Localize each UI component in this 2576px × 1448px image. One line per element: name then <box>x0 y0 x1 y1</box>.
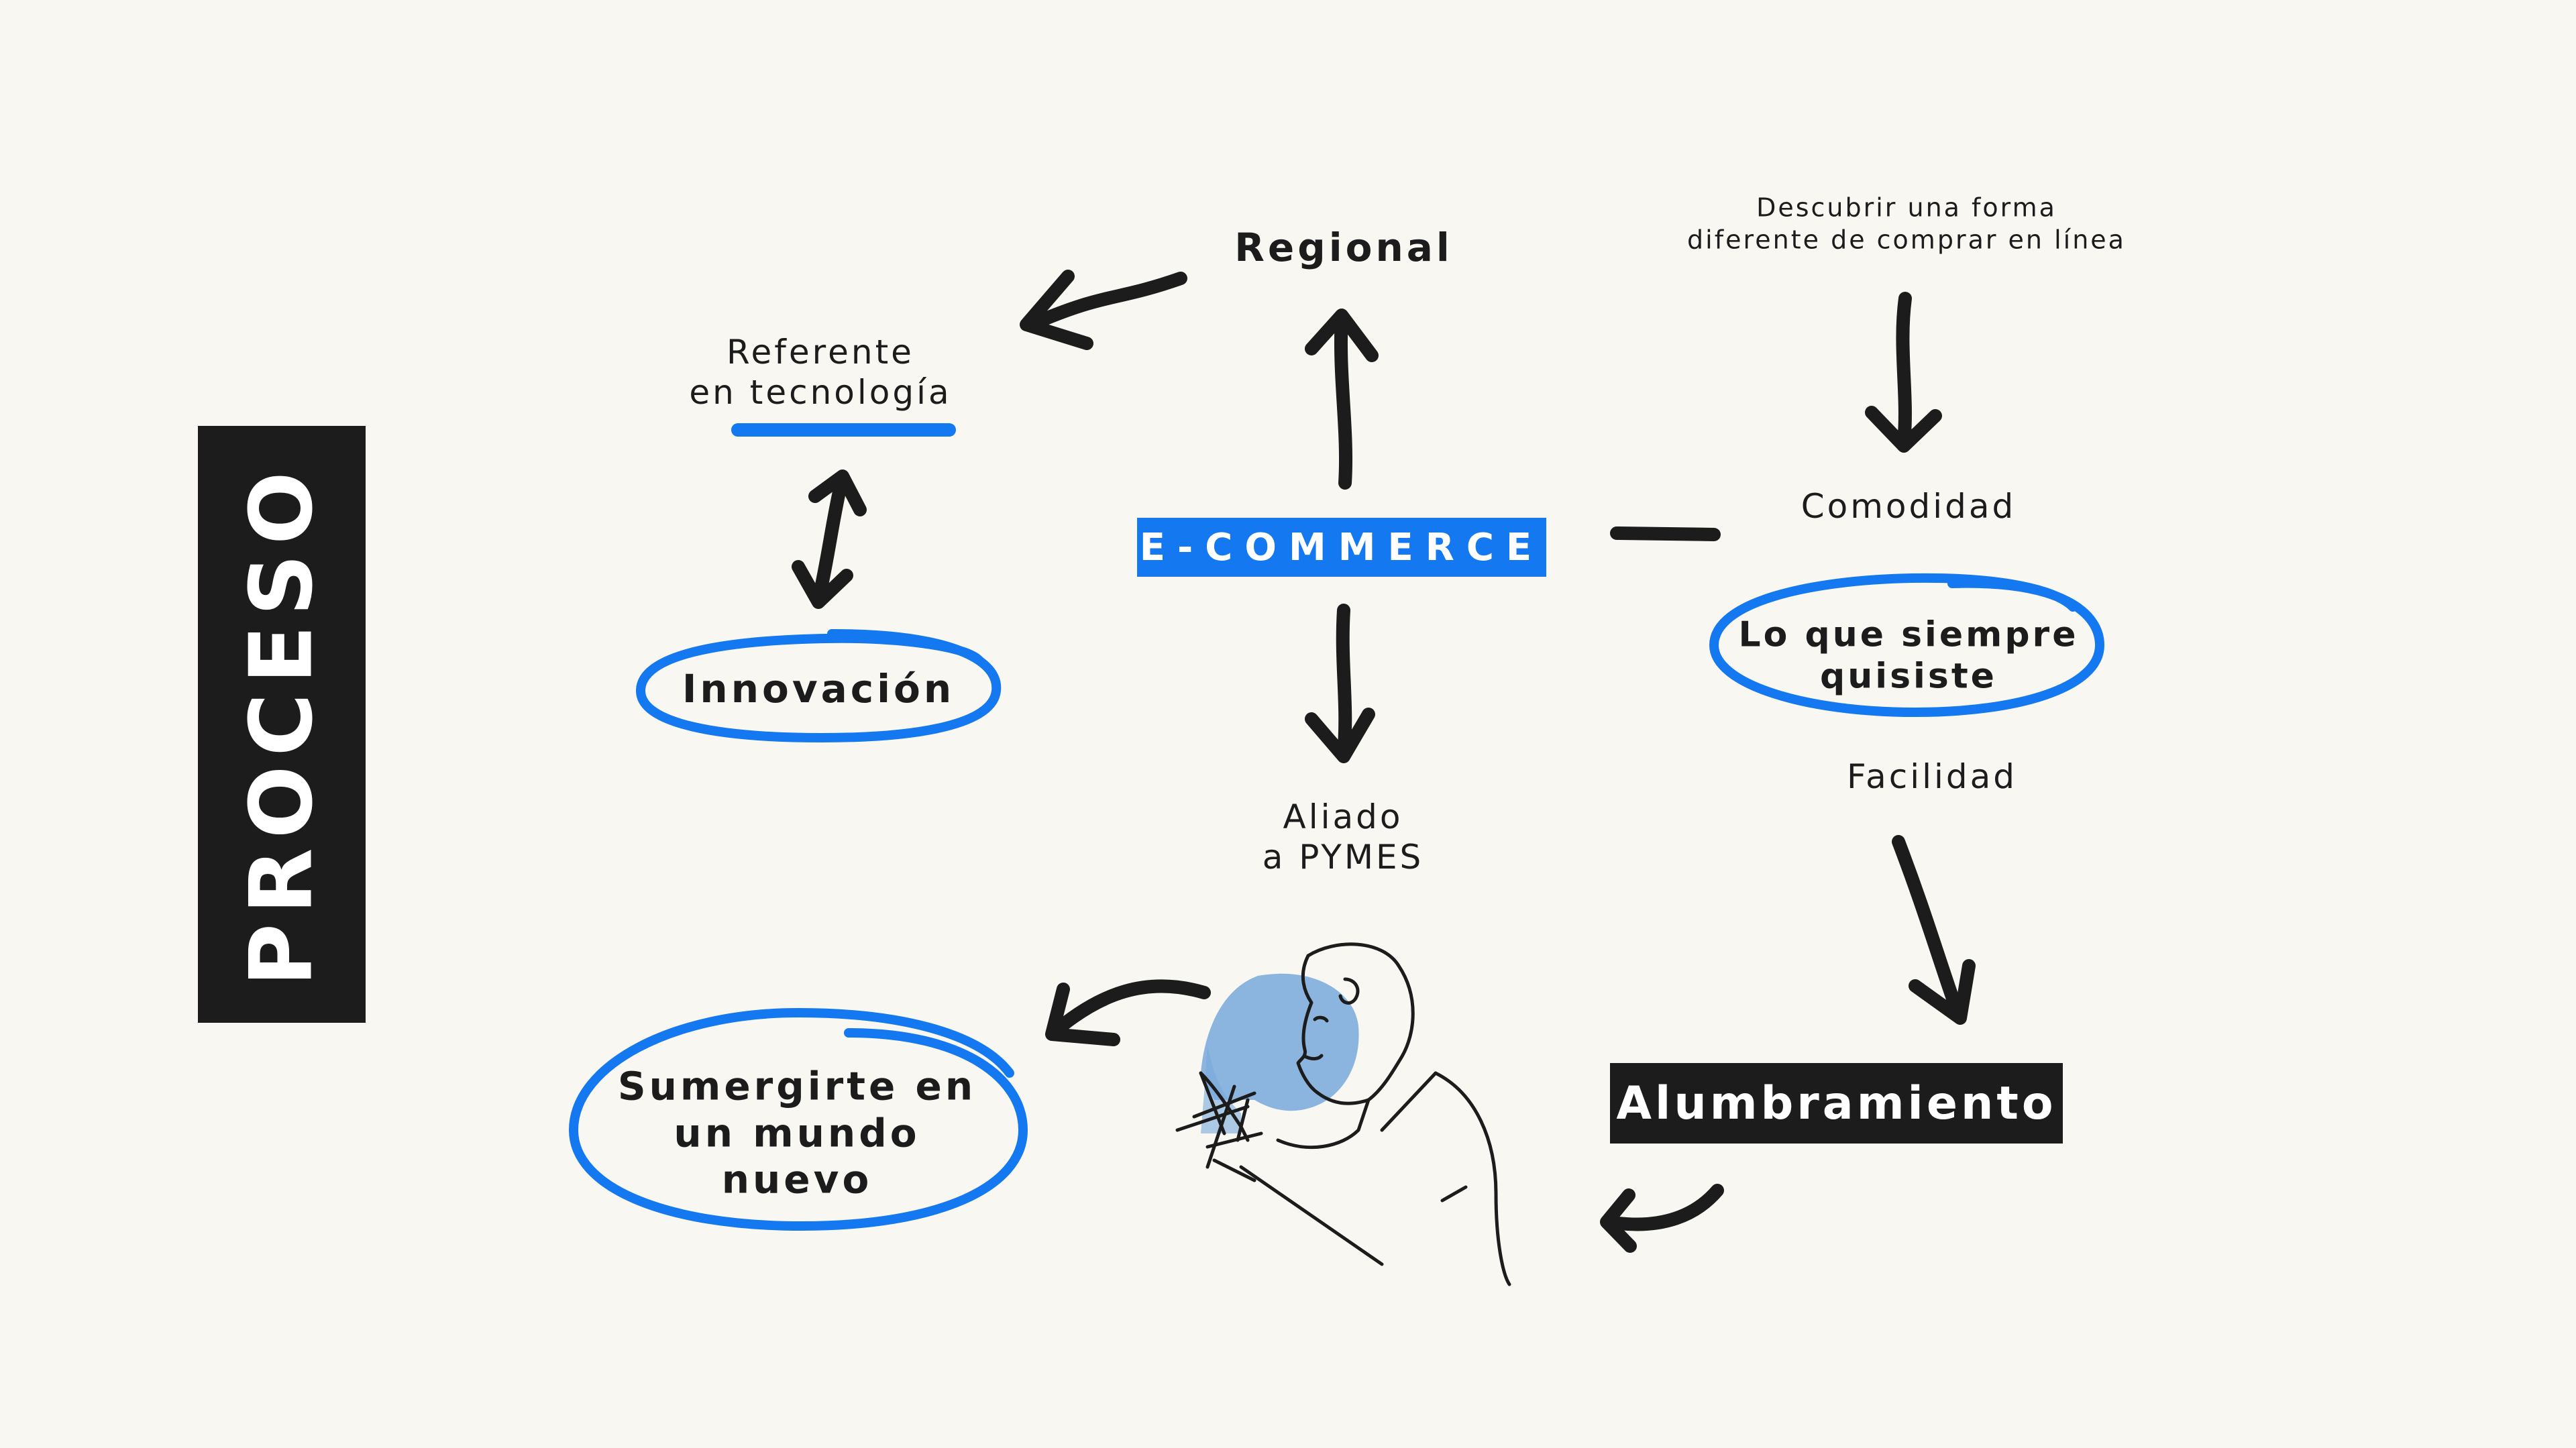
ecommerce-node: E-COMMERCE <box>1137 518 1546 577</box>
arrow-regional-to-referente <box>1020 270 1187 350</box>
arrow-ecommerce-to-aliado <box>1305 604 1375 763</box>
proceso-title-bar: PROCESO <box>198 426 366 1023</box>
regional-node: Regional <box>1234 225 1453 271</box>
referente-node: Referente en tecnología <box>689 333 952 412</box>
alumbramiento-node: Alumbramiento <box>1610 1063 2063 1144</box>
arrow-person-to-sumergirte <box>1045 979 1211 1046</box>
arrow-descubrir-to-comodidad <box>1865 292 1942 453</box>
arrow-facilidad-to-alumbramiento <box>1892 835 1976 1025</box>
arrow-alumbramiento-to-person <box>1600 1184 1724 1253</box>
comodidad-node: Comodidad <box>1801 487 2017 526</box>
lo-que-siempre-quisiste-node: Lo que siempre quisiste <box>1738 614 2079 697</box>
person-blue-wash <box>1201 973 1359 1111</box>
person-illustration <box>1175 942 1511 1286</box>
facilidad-node: Facilidad <box>1846 757 2018 796</box>
sumergirte-node: Sumergirte en un mundo nuevo <box>617 1063 977 1203</box>
arrow-ecommerce-to-regional <box>1305 309 1379 490</box>
aliado-node: Aliado a PYMES <box>1262 797 1424 877</box>
arrow-referente-innovacion <box>792 469 867 609</box>
innovacion-node: Innovación <box>682 666 955 712</box>
descubrir-node: Descubrir una forma diferente de comprar… <box>1687 192 2126 255</box>
proceso-title: PROCESO <box>231 462 332 987</box>
connector-dash <box>1610 526 1721 541</box>
